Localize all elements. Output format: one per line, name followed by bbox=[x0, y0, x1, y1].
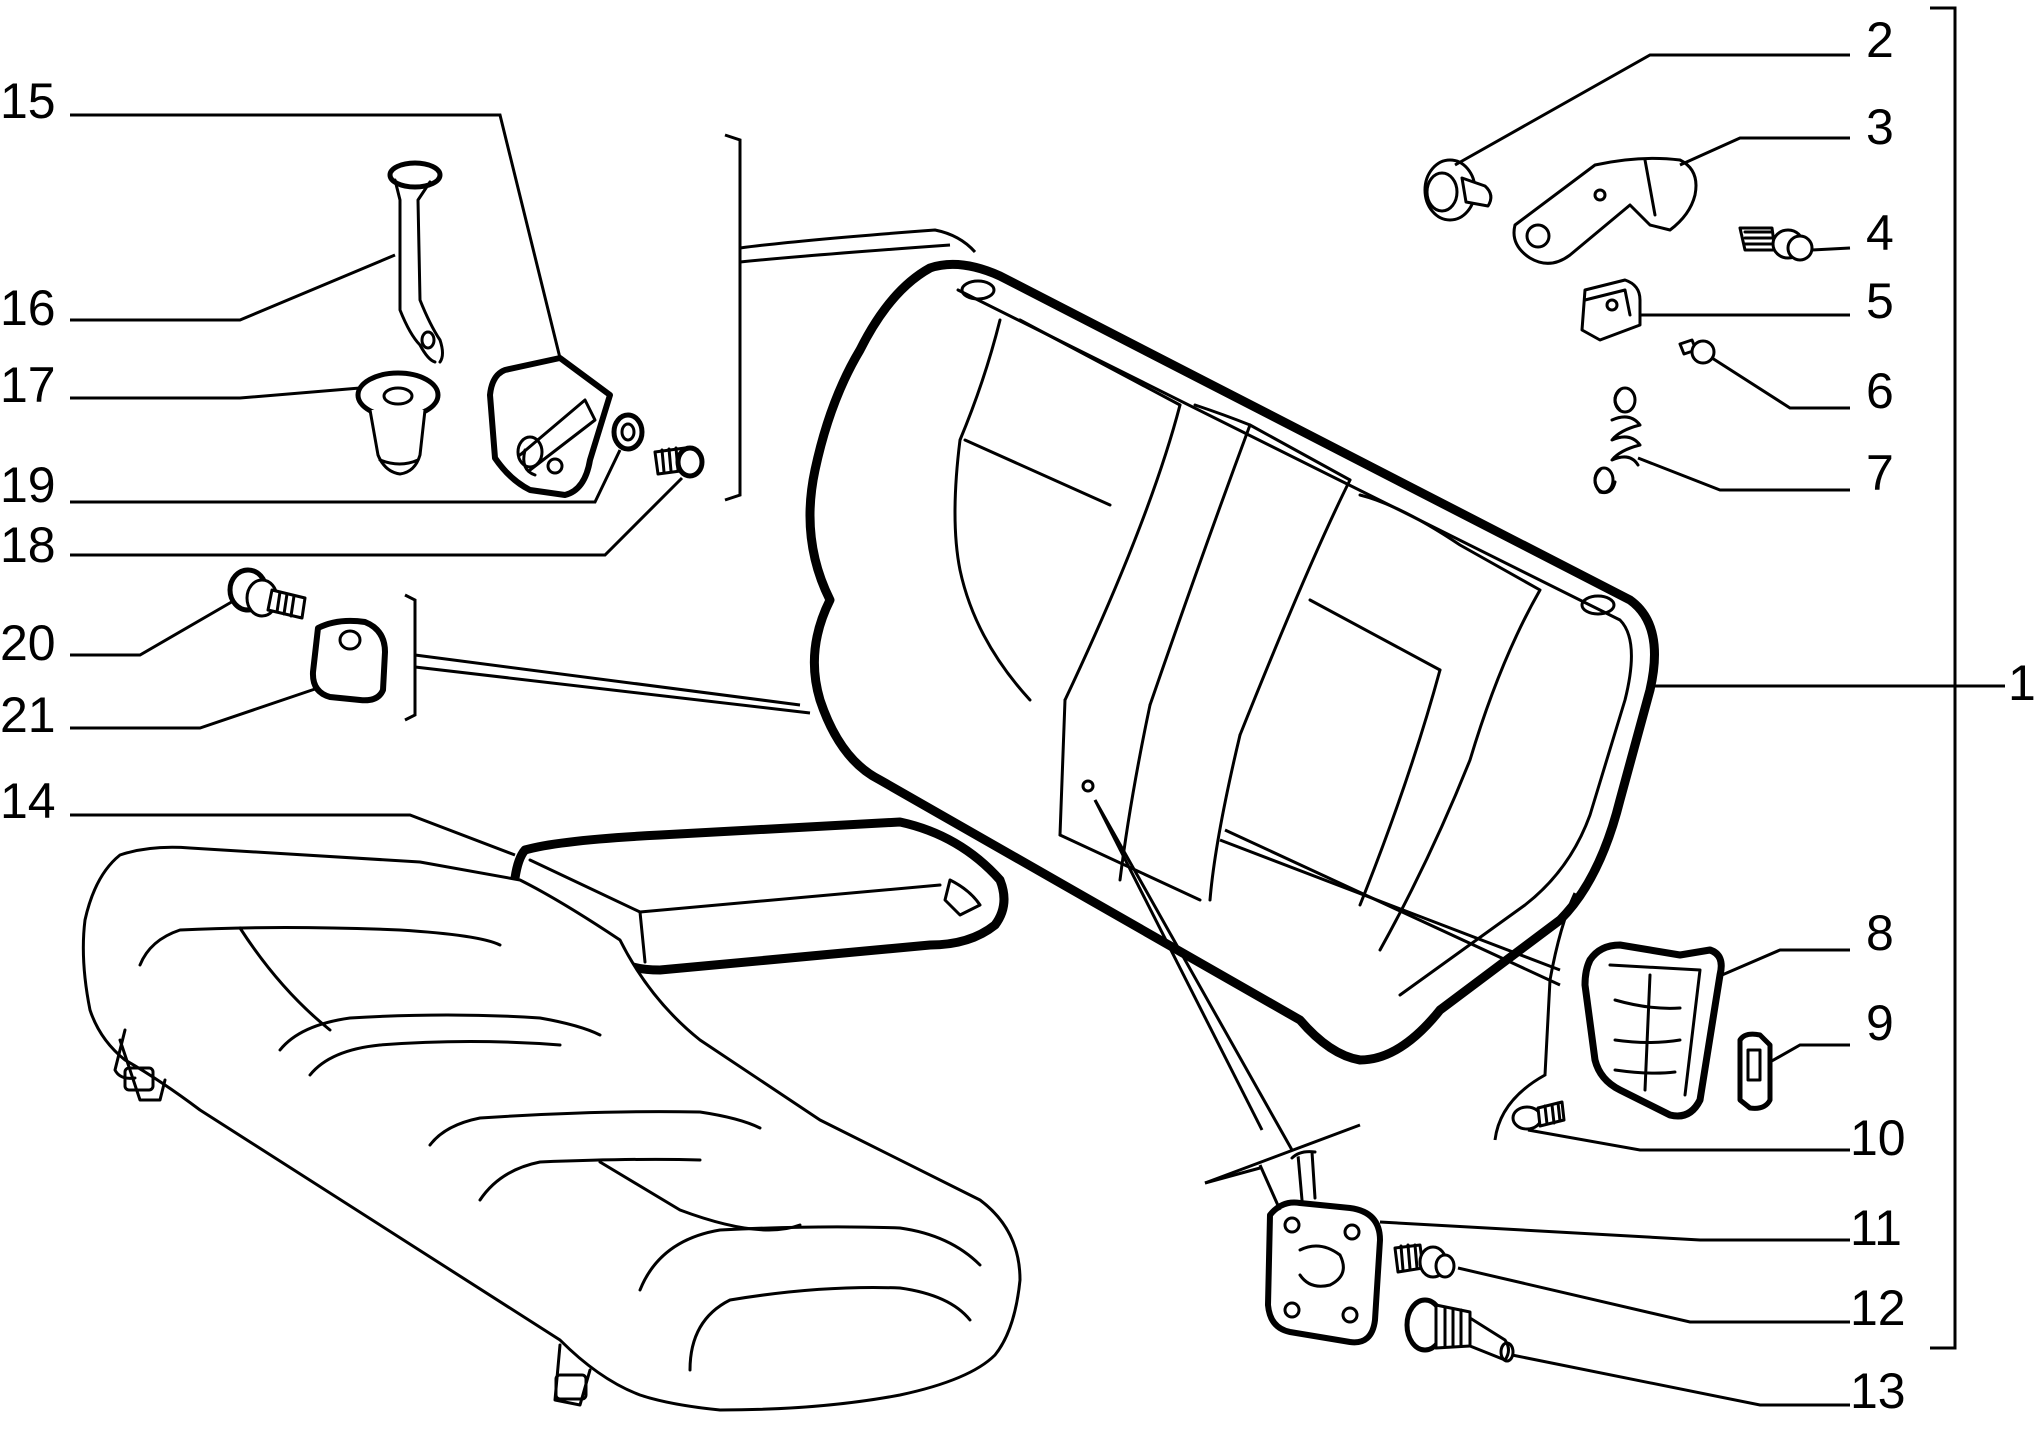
callout-21: 21 bbox=[0, 687, 56, 743]
callout-7: 7 bbox=[1866, 445, 1894, 501]
part-21-bumper bbox=[309, 617, 388, 704]
bracket-group-8 bbox=[1219, 828, 1577, 1141]
callout-1: 1 bbox=[2008, 655, 2034, 711]
part-11-lock-plate bbox=[1265, 1150, 1383, 1346]
part-4-bolt bbox=[1738, 226, 1814, 262]
part-5-clip bbox=[1580, 278, 1642, 342]
callout-12: 12 bbox=[1850, 1280, 1906, 1336]
callout-labels: 1 2 3 4 5 6 7 8 9 10 11 12 13 14 15 16 1… bbox=[0, 12, 2034, 1419]
bracket-group-20 bbox=[404, 593, 811, 722]
part-6-pin bbox=[1678, 338, 1716, 365]
bracket-group-11 bbox=[1093, 799, 1361, 1211]
seat-cushion bbox=[81, 845, 1022, 1412]
callout-10: 10 bbox=[1850, 1110, 1906, 1166]
leader-lines bbox=[70, 53, 1851, 1407]
callout-17: 17 bbox=[0, 357, 56, 413]
callout-11: 11 bbox=[1850, 1200, 1902, 1256]
part-9-button bbox=[1737, 1031, 1773, 1111]
part-3-hinge-plate bbox=[1512, 156, 1698, 265]
part-12-bolt bbox=[1393, 1243, 1456, 1279]
callout-19: 19 bbox=[0, 457, 56, 513]
callout-8: 8 bbox=[1866, 905, 1894, 961]
callout-5: 5 bbox=[1866, 273, 1894, 329]
callout-15: 15 bbox=[0, 73, 56, 129]
part-15-hinge-bracket bbox=[487, 355, 613, 498]
callout-14: 14 bbox=[0, 773, 56, 829]
seat-backrest bbox=[805, 259, 1659, 1065]
callout-13: 13 bbox=[1850, 1363, 1906, 1419]
part-17-guide bbox=[355, 370, 441, 476]
part-2-bushing bbox=[1423, 158, 1493, 222]
callout-9: 9 bbox=[1866, 995, 1894, 1051]
part-16-rod bbox=[387, 160, 444, 364]
part-18-screw bbox=[653, 445, 705, 479]
callout-2: 2 bbox=[1866, 12, 1894, 68]
part-8-latch-housing bbox=[1581, 941, 1725, 1120]
part-7-spring bbox=[1593, 386, 1642, 494]
bracket-group-15 bbox=[724, 133, 977, 502]
callout-6: 6 bbox=[1866, 363, 1894, 419]
callout-18: 18 bbox=[0, 517, 56, 573]
callout-16: 16 bbox=[0, 280, 56, 336]
callout-3: 3 bbox=[1866, 99, 1894, 155]
part-20-bolt bbox=[227, 567, 307, 620]
part-10-screw bbox=[1511, 1100, 1566, 1131]
callout-4: 4 bbox=[1866, 205, 1894, 261]
callout-20: 20 bbox=[0, 615, 56, 671]
part-13-striker-pin bbox=[1404, 1297, 1515, 1363]
bracket-part-1 bbox=[1640, 6, 2005, 1350]
part-19-washer bbox=[611, 412, 645, 452]
